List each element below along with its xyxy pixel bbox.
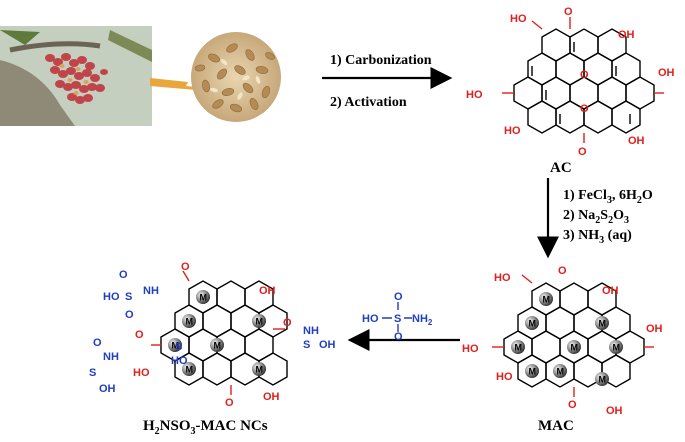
svg-text:O: O [93,337,102,349]
svg-text:HO: HO [462,343,479,355]
svg-text:O: O [119,269,128,281]
metal-label: M [599,375,607,385]
svg-text:OH: OH [606,405,623,417]
metal-label: M [529,319,537,329]
metal-label: M [200,293,208,303]
mac-structure: M M M M M M M M M HO O HO OH OH HO O OH [462,265,663,417]
svg-text:O: O [580,69,589,81]
svg-text:S: S [125,291,132,303]
svg-text:O: O [568,399,577,411]
svg-text:HO: HO [133,367,150,379]
svg-text:O: O [578,146,587,158]
svg-text:HO: HO [496,371,513,383]
svg-text:HO: HO [171,355,188,367]
svg-text:OH: OH [618,29,635,41]
svg-text:HO: HO [510,13,527,25]
ac-label: AC [550,160,572,176]
metal-label: M [214,341,222,351]
pistachio-tree-icon [0,26,152,126]
svg-text:OH: OH [263,391,280,403]
svg-text:NH: NH [303,325,319,337]
svg-text:O: O [558,265,567,277]
metal-label: M [529,367,537,377]
svg-text:HO: HO [103,291,120,303]
svg-text:S: S [175,341,182,353]
svg-text:S: S [89,367,96,379]
metal-label: M [515,343,523,353]
pistachio-shells-icon [191,32,281,122]
lightning-connector [150,78,205,94]
metal-label: M [256,365,264,375]
sulfamic-acid-reagent: O O HO S NH2 [362,291,433,343]
svg-text:NH: NH [103,351,119,363]
svg-text:O: O [135,329,144,341]
svg-text:HO: HO [494,272,511,284]
ac-structure: HO O HO OH OH HO O OH O O [466,6,675,158]
metal-label: M [557,367,565,377]
metal-label: M [543,295,551,305]
step-na2s2o3: 2) Na2S2O3 [563,208,629,226]
step-activation: 2) Activation [330,95,407,110]
svg-text:OH: OH [602,285,619,297]
magnetic-particles: M M M M M M M [168,290,266,376]
svg-text:NH2: NH2 [412,313,433,327]
svg-text:O: O [181,261,190,273]
metal-label: M [172,341,180,351]
magnetic-particles: M M M M M M M M M [511,292,623,386]
svg-text:O: O [394,291,403,303]
metal-label: M [186,317,194,327]
svg-text:OH: OH [319,339,336,351]
product-label: H2NSO3-MAC NCs [143,418,268,437]
svg-text:NH: NH [143,285,159,297]
svg-text:S: S [394,313,401,325]
svg-text:O: O [125,309,134,321]
svg-text:HO: HO [504,125,521,137]
svg-text:OH: OH [628,135,645,147]
svg-text:O: O [564,6,573,18]
svg-text:OH: OH [658,67,675,79]
metal-label: M [256,317,264,327]
metal-label: M [599,319,607,329]
svg-text:S: S [303,339,310,351]
metal-label: M [613,343,621,353]
svg-text:HO: HO [362,313,379,325]
svg-text:OH: OH [99,383,116,395]
step-nh3: 3) NH3 (aq) [563,228,632,246]
svg-text:O: O [580,103,589,115]
svg-text:HO: HO [466,89,483,101]
svg-text:O: O [283,317,292,329]
svg-text:O: O [225,397,234,409]
svg-text:O: O [394,331,403,343]
metal-label: M [186,365,194,375]
step-fecl3: 1) FeCl3, 6H2O [563,188,653,206]
mac-label: MAC [538,418,574,434]
svg-text:OH: OH [259,285,276,297]
metal-label: M [571,343,579,353]
svg-text:OH: OH [646,323,663,335]
step-carbonization: 1) Carbonization [330,53,432,68]
